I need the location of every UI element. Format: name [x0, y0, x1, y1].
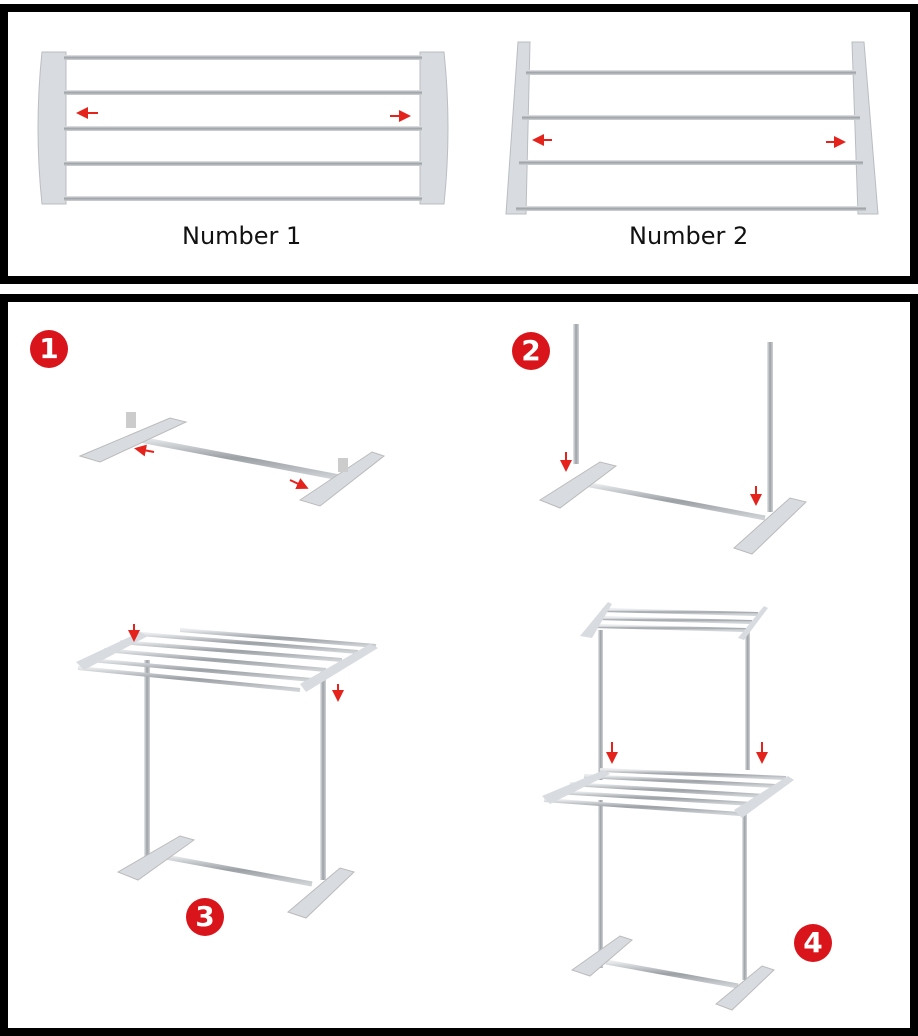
step-4-badge: 4: [794, 924, 832, 962]
step-2-illustration: [538, 324, 807, 555]
step-1-badge: 1: [30, 330, 68, 368]
parts-panel: [0, 4, 918, 284]
shelf-number-1: [37, 51, 449, 205]
step-3-illustration: [76, 624, 378, 919]
step-3-badge: 3: [186, 898, 224, 936]
shelf-number-2: [505, 41, 879, 215]
number-1-label: Number 1: [182, 222, 302, 250]
step-2-badge: 2: [512, 332, 550, 370]
number-2-label: Number 2: [629, 222, 749, 250]
step-1-illustration: [78, 412, 386, 507]
step-4-illustration: [542, 602, 794, 1011]
